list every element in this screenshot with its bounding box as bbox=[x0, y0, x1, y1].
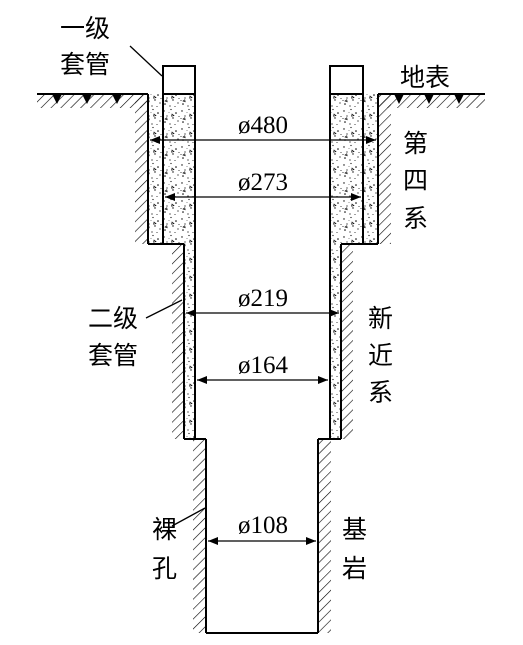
borehole-wall-hatching bbox=[135, 94, 391, 633]
leader-lines bbox=[129, 45, 206, 527]
first-casing-label-line1: 一级 bbox=[60, 14, 110, 43]
quaternary-label-char3: 系 bbox=[403, 204, 428, 233]
first-casing-label-line2: 套管 bbox=[60, 50, 110, 79]
diameter-108-label: ø108 bbox=[238, 512, 288, 539]
dimension-lines bbox=[150, 136, 376, 545]
ground-surface-label: 地表 bbox=[400, 63, 450, 92]
diameter-164-label: ø164 bbox=[238, 352, 289, 379]
bedrock-label-char2: 岩 bbox=[342, 554, 367, 583]
ground-surface bbox=[37, 93, 485, 108]
quaternary-label-char2: 四 bbox=[403, 166, 428, 195]
borehole-outline bbox=[147, 94, 379, 634]
diameter-273-label: ø273 bbox=[238, 169, 288, 196]
neogene-label-char2: 近 bbox=[368, 341, 393, 370]
bare-hole-label-char1: 裸 bbox=[152, 515, 177, 544]
neogene-label-char1: 新 bbox=[368, 304, 393, 333]
bedrock-label-char1: 基 bbox=[342, 515, 367, 544]
second-casing-label-line2: 套管 bbox=[88, 341, 138, 370]
diameter-219-label: ø219 bbox=[238, 285, 288, 312]
quaternary-label-char1: 第 bbox=[403, 129, 428, 158]
neogene-label-char3: 系 bbox=[368, 378, 393, 407]
second-casing-label-line1: 二级 bbox=[88, 304, 138, 333]
cement-fill bbox=[148, 94, 378, 439]
bare-hole-label-char2: 孔 bbox=[152, 554, 177, 583]
second-level-casing bbox=[194, 66, 331, 439]
diameter-480-label: ø480 bbox=[238, 112, 288, 139]
